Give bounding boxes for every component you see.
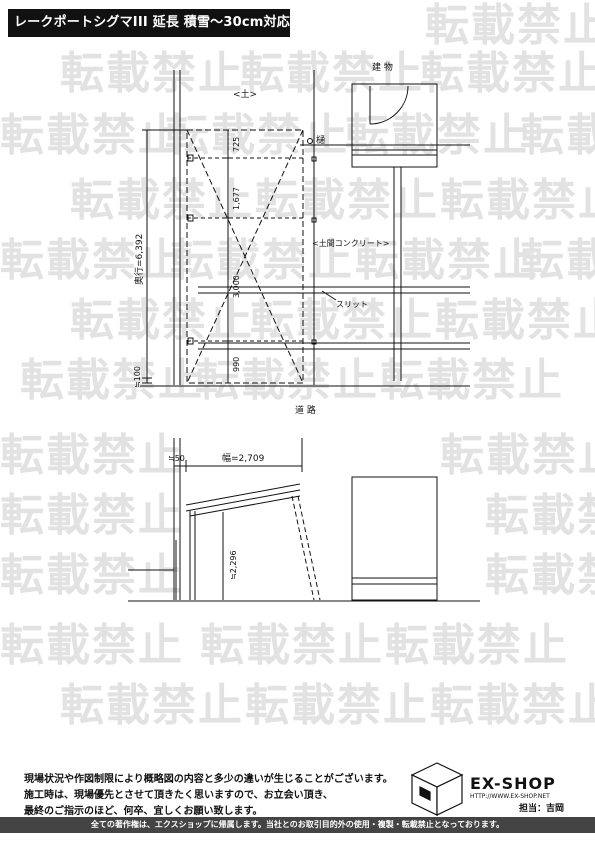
- dim-width: 幅=2,709: [222, 452, 265, 464]
- watermark-text: 転載禁止: [435, 295, 595, 346]
- label-building: 建 物: [372, 61, 393, 73]
- logo-name: EX-SHOP: [470, 774, 556, 793]
- watermark-text: 転載禁止: [485, 550, 595, 601]
- dim-100: ≒100: [133, 366, 142, 388]
- watermark-text: 転載禁止: [0, 110, 184, 161]
- watermark-text: 転載禁止: [425, 0, 595, 51]
- elevation-view: [128, 438, 480, 602]
- label-slit: スリット: [336, 300, 368, 309]
- dim-height: ≒2,296: [229, 550, 238, 580]
- watermark-text: 転載禁止: [70, 295, 254, 346]
- label-soil: <土>: [233, 88, 257, 100]
- label-concrete: <土間コンクリート>: [312, 238, 389, 248]
- watermark-text: 転載禁止: [355, 235, 539, 286]
- watermark-text: 転載禁止: [200, 620, 384, 671]
- ex-shop-cube-icon: [410, 762, 464, 816]
- watermark-text: 転載禁止: [245, 680, 429, 731]
- watermark-text: 転載禁止: [0, 430, 184, 481]
- plan-labels: <土> 建 物 樋 <土間コンクリート> スリット 道 路 奥行=6,392 ≒…: [133, 61, 393, 416]
- watermark-text: 転載禁止: [520, 235, 595, 286]
- dim-3000: 3,000: [232, 275, 241, 298]
- watermark-text: 転載禁止: [520, 110, 595, 161]
- dim-990: 990: [232, 357, 241, 372]
- watermark-text: 転載禁止: [0, 235, 184, 286]
- drawing-title: レークポートシグマIII 延長 積雪～30cm対応: [8, 9, 290, 37]
- label-road: 道 路: [295, 404, 316, 416]
- label-gutter: 樋: [316, 134, 325, 146]
- copyright-footer: 全ての著作権は、エクスショップに帰属します。当社とのお取引目的外の使用・複製・転…: [0, 817, 595, 833]
- elevation-labels: ≒50 幅=2,709 ≒2,296: [168, 452, 265, 580]
- watermark-text: 転載禁止: [485, 490, 595, 541]
- watermark-text: 転載禁止: [60, 680, 244, 731]
- logo-url: HTTP://WWW.EX-SHOP.NET: [470, 793, 550, 800]
- watermark-text: 転載禁止: [60, 48, 244, 99]
- dim-50: ≒50: [168, 454, 185, 463]
- watermark-text: 転載禁止: [420, 48, 595, 99]
- watermark-text: 転載禁止: [165, 110, 349, 161]
- note-line: 施工時は、現場優先とさせて頂きたく思いますので、お立会い頂き、: [24, 790, 333, 801]
- watermark-text: 転載禁止: [380, 355, 564, 406]
- plan-view: [140, 70, 470, 387]
- watermark-text: 転載禁止: [240, 48, 424, 99]
- watermark-text: 転載禁止: [20, 355, 204, 406]
- watermark-text: 転載禁止: [195, 355, 379, 406]
- staff-label: 担当：吉岡: [519, 804, 565, 814]
- dim-725: 725: [232, 137, 241, 152]
- watermark-text: 転載禁止: [255, 175, 439, 226]
- watermark-text: 転載禁止: [250, 295, 434, 346]
- watermark-text: 転載禁止: [170, 235, 354, 286]
- watermark-text: 転載禁止: [345, 110, 529, 161]
- watermark-text: 転載禁止: [440, 430, 595, 481]
- watermark-text: 転載禁止: [440, 175, 595, 226]
- disclaimer-notes: 現場状況や作図制限により概略図の内容と多少の違いが生じることがございます。 施工…: [24, 772, 393, 820]
- note-line: 最終のご指示のほど、何卒、宜しくお願い致します。: [24, 806, 263, 817]
- watermark-text: 転載禁止: [430, 680, 595, 731]
- watermark-text: 転載禁止: [385, 620, 569, 671]
- watermark-layer: 転載禁止転載禁止転載禁止転載禁止転載禁止転載禁止転載禁止転載禁止転載禁止転載禁止…: [0, 0, 595, 731]
- watermark-text: 転載禁止: [0, 490, 184, 541]
- watermark-text: 転載禁止: [0, 620, 184, 671]
- watermark-text: 転載禁止: [0, 550, 184, 601]
- dim-1677: 1,677: [232, 187, 241, 210]
- note-line: 現場状況や作図制限により概略図の内容と多少の違いが生じることがございます。: [24, 774, 393, 785]
- watermark-text: 転載禁止: [70, 175, 254, 226]
- dim-depth: 奥行=6,392: [133, 234, 145, 285]
